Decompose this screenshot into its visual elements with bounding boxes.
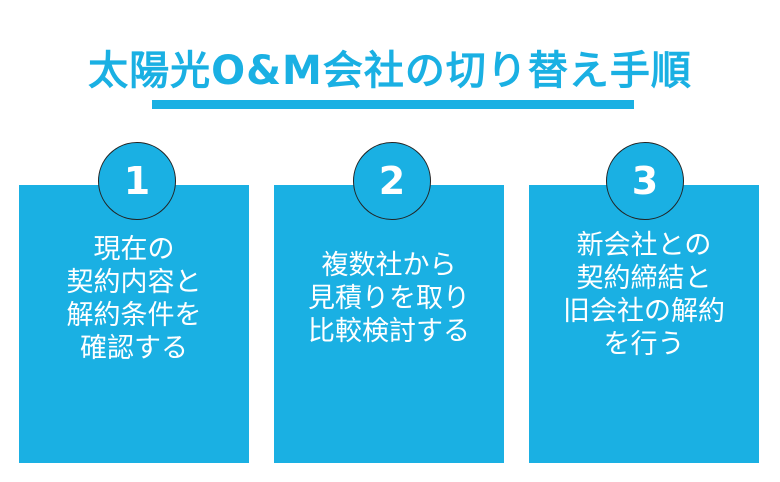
step-number-2: 2 <box>353 142 431 220</box>
step-number-1: 1 <box>98 142 176 220</box>
step-text-line: 契約内容と <box>66 267 202 298</box>
step-text-line: を行う <box>603 329 685 360</box>
step-card-2: 複数社から 見積りを取り 比較検討する <box>274 185 504 463</box>
page-title: 太陽光O&M会社の切り替え手順 <box>88 48 692 94</box>
step-text-line: 複数社から <box>321 250 457 281</box>
step-text-line: 確認する <box>80 333 188 364</box>
step-card-3: 新会社との 契約締結と 旧会社の解約 を行う <box>529 185 759 463</box>
step-text-line: 現在の <box>93 234 175 265</box>
step-text-line: 解約条件を <box>66 300 202 331</box>
step-text-line: 新会社との <box>576 230 712 261</box>
step-card-1: 現在の 契約内容と 解約条件を 確認する <box>19 185 249 463</box>
title-underline <box>152 100 634 109</box>
step-text-line: 見積りを取り <box>308 283 470 314</box>
step-text-line: 契約締結と <box>576 263 712 294</box>
step-number-3: 3 <box>606 142 684 220</box>
step-text-line: 旧会社の解約 <box>563 296 725 327</box>
step-text-line: 比較検討する <box>308 316 470 347</box>
